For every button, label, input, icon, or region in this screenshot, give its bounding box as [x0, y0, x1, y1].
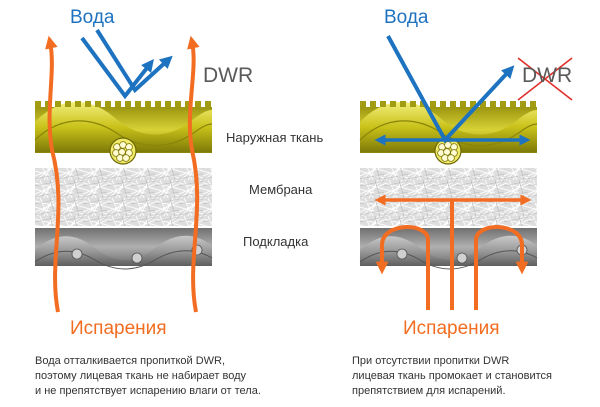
- left-water-arrow-1: [80, 36, 154, 100]
- left-panel: [35, 28, 212, 313]
- left-evaporation-label: Испарения: [70, 318, 167, 339]
- membrane-label: Мембрана: [249, 182, 313, 197]
- left-dwr-label: DWR: [203, 64, 254, 87]
- left-caption: Вода отталкивается пропиткой DWR, поэтом…: [35, 354, 261, 399]
- right-panel: [360, 35, 573, 310]
- lining-label: Подкладка: [243, 234, 309, 249]
- right-evaporation-loop-right: [474, 225, 529, 310]
- left-evaporation-arrow-1: [45, 35, 61, 313]
- left-caption-line: поэтому лицевая ткань не набирает воду: [35, 370, 246, 382]
- right-water-label: Вода: [384, 7, 429, 28]
- right-caption: При отсутствии пропитки DWR лицевая ткан…: [352, 354, 552, 399]
- dwr-cross-mark: [517, 57, 573, 101]
- outer-fabric-label: Наружная ткань: [226, 130, 324, 145]
- left-water-arrow-2: [95, 28, 173, 94]
- left-caption-line: Вода отталкивается пропиткой DWR,: [35, 355, 226, 367]
- right-dwr-label: DWR: [522, 64, 573, 87]
- left-water-label: Вода: [70, 7, 115, 28]
- left-evaporation-arrow-2: [187, 35, 200, 313]
- right-caption-line: лицевая ткань промокает и становится: [352, 370, 552, 382]
- right-fabric-layers: [360, 102, 537, 269]
- right-evaporation-loop-left: [375, 225, 430, 310]
- left-fabric-layers: [35, 102, 212, 269]
- right-caption-line: При отсутствии пропитки DWR: [352, 355, 510, 367]
- right-caption-line: препятствием для испарений.: [352, 385, 506, 397]
- left-caption-line: и не препятствует испарению влаги от тел…: [35, 385, 261, 397]
- right-evaporation-label: Испарения: [403, 318, 500, 339]
